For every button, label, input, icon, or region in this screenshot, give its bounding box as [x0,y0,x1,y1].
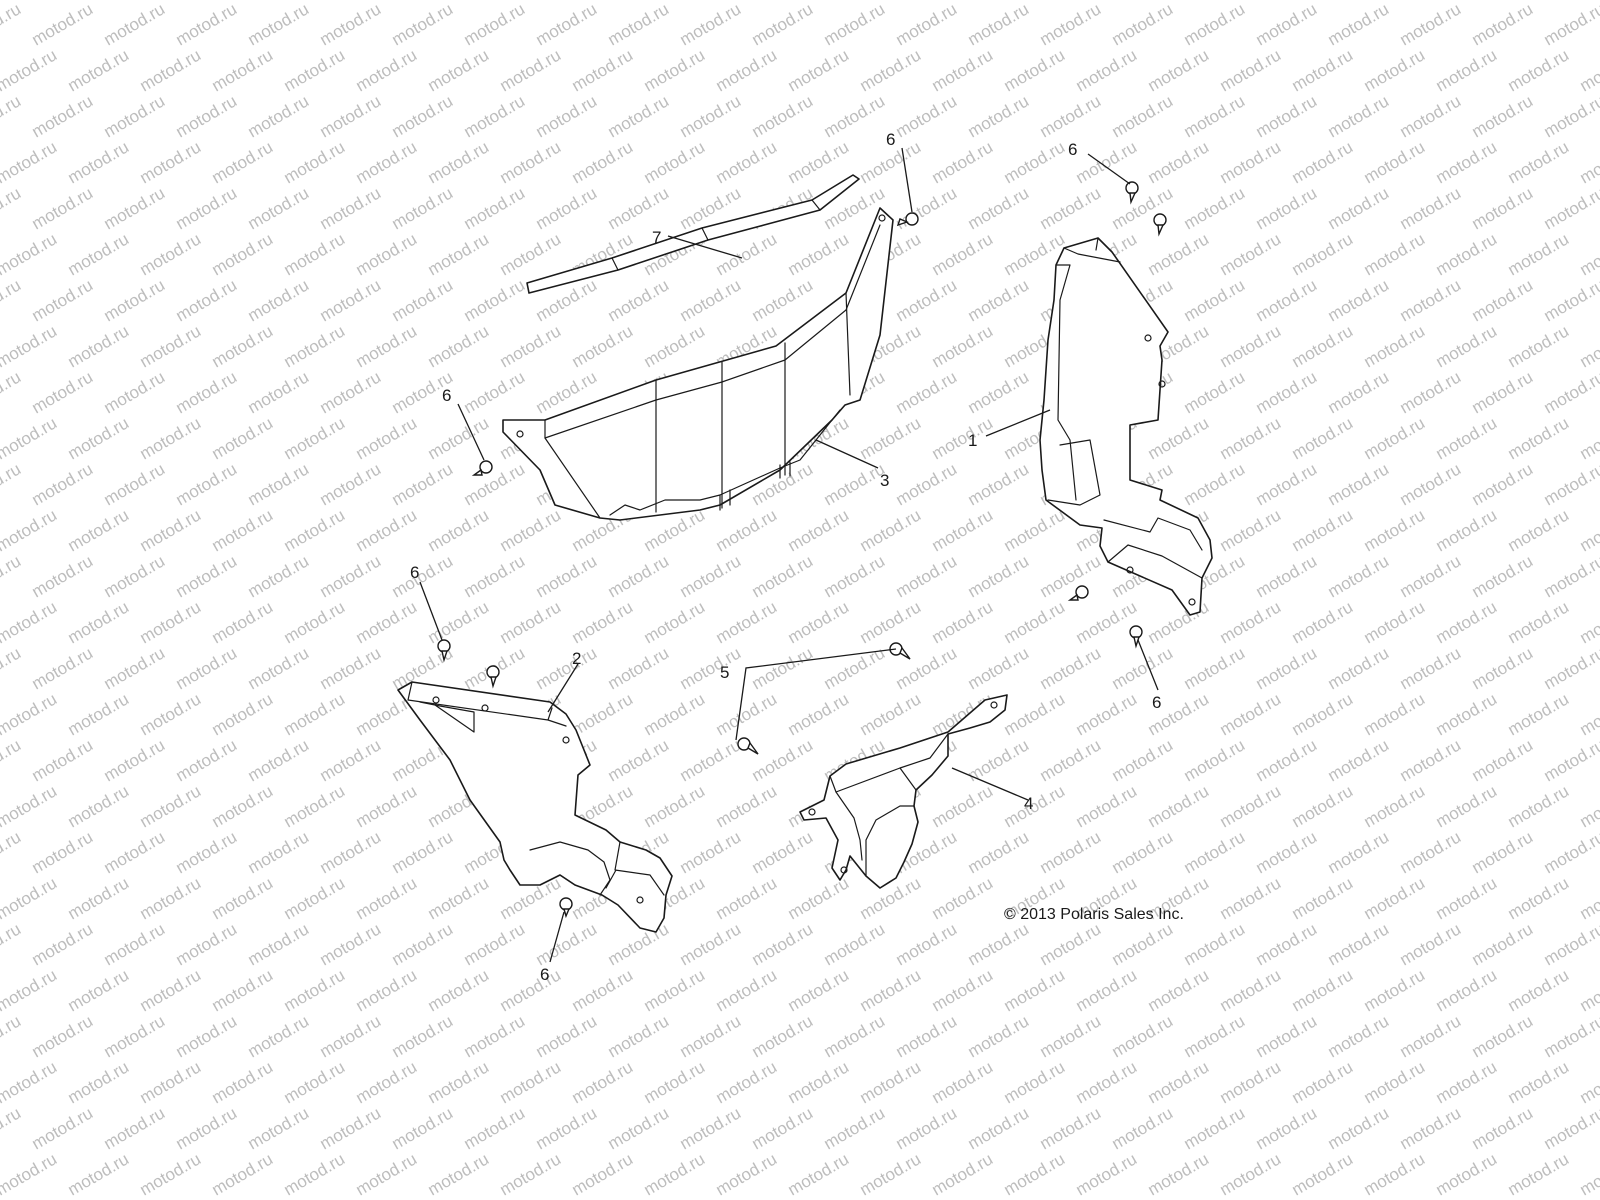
callout-6-right-lower: 6 [1152,693,1161,712]
screw-6-left-lower [559,897,573,919]
screw-6-top-right-a [1125,181,1139,205]
screw-5-upper [889,642,911,660]
screw-6-left-mid-b [486,665,500,689]
callout-3: 3 [880,471,889,490]
screw-6-top-right-b [1153,213,1167,237]
part-2-left-side-panel [397,681,673,933]
screw-6-right-lower-b [1129,625,1143,649]
leader-lines [419,147,1159,963]
copyright-notice: © 2013 Polaris Sales Inc. [1004,906,1184,923]
callout-labels: 7 3 1 2 4 5 6 6 6 6 6 6 [410,130,1161,984]
callout-5: 5 [720,663,729,682]
screw-6-left-mid-a [437,639,451,663]
callout-2: 2 [572,649,581,668]
callout-6-left-lower: 6 [540,965,549,984]
screw-5-lower [737,737,759,755]
screw-6-left-upper [471,460,493,476]
screw-6-top-center [896,212,919,227]
part-4-center-lower-panel [799,694,1008,889]
callout-6-top-right: 6 [1068,140,1077,159]
callout-6-top-center: 6 [886,130,895,149]
callout-4: 4 [1024,794,1033,813]
callout-6-left-upper: 6 [442,386,451,405]
part-7-trim-strip [526,174,860,294]
fastener-screws [437,181,1167,919]
callout-6-left-mid: 6 [410,563,419,582]
callout-1: 1 [968,431,977,450]
callout-7: 7 [652,228,661,247]
part-1-right-side-panel [1039,237,1213,616]
part-3-front-panel [502,207,894,521]
screw-6-right-lower-a [1067,585,1089,601]
